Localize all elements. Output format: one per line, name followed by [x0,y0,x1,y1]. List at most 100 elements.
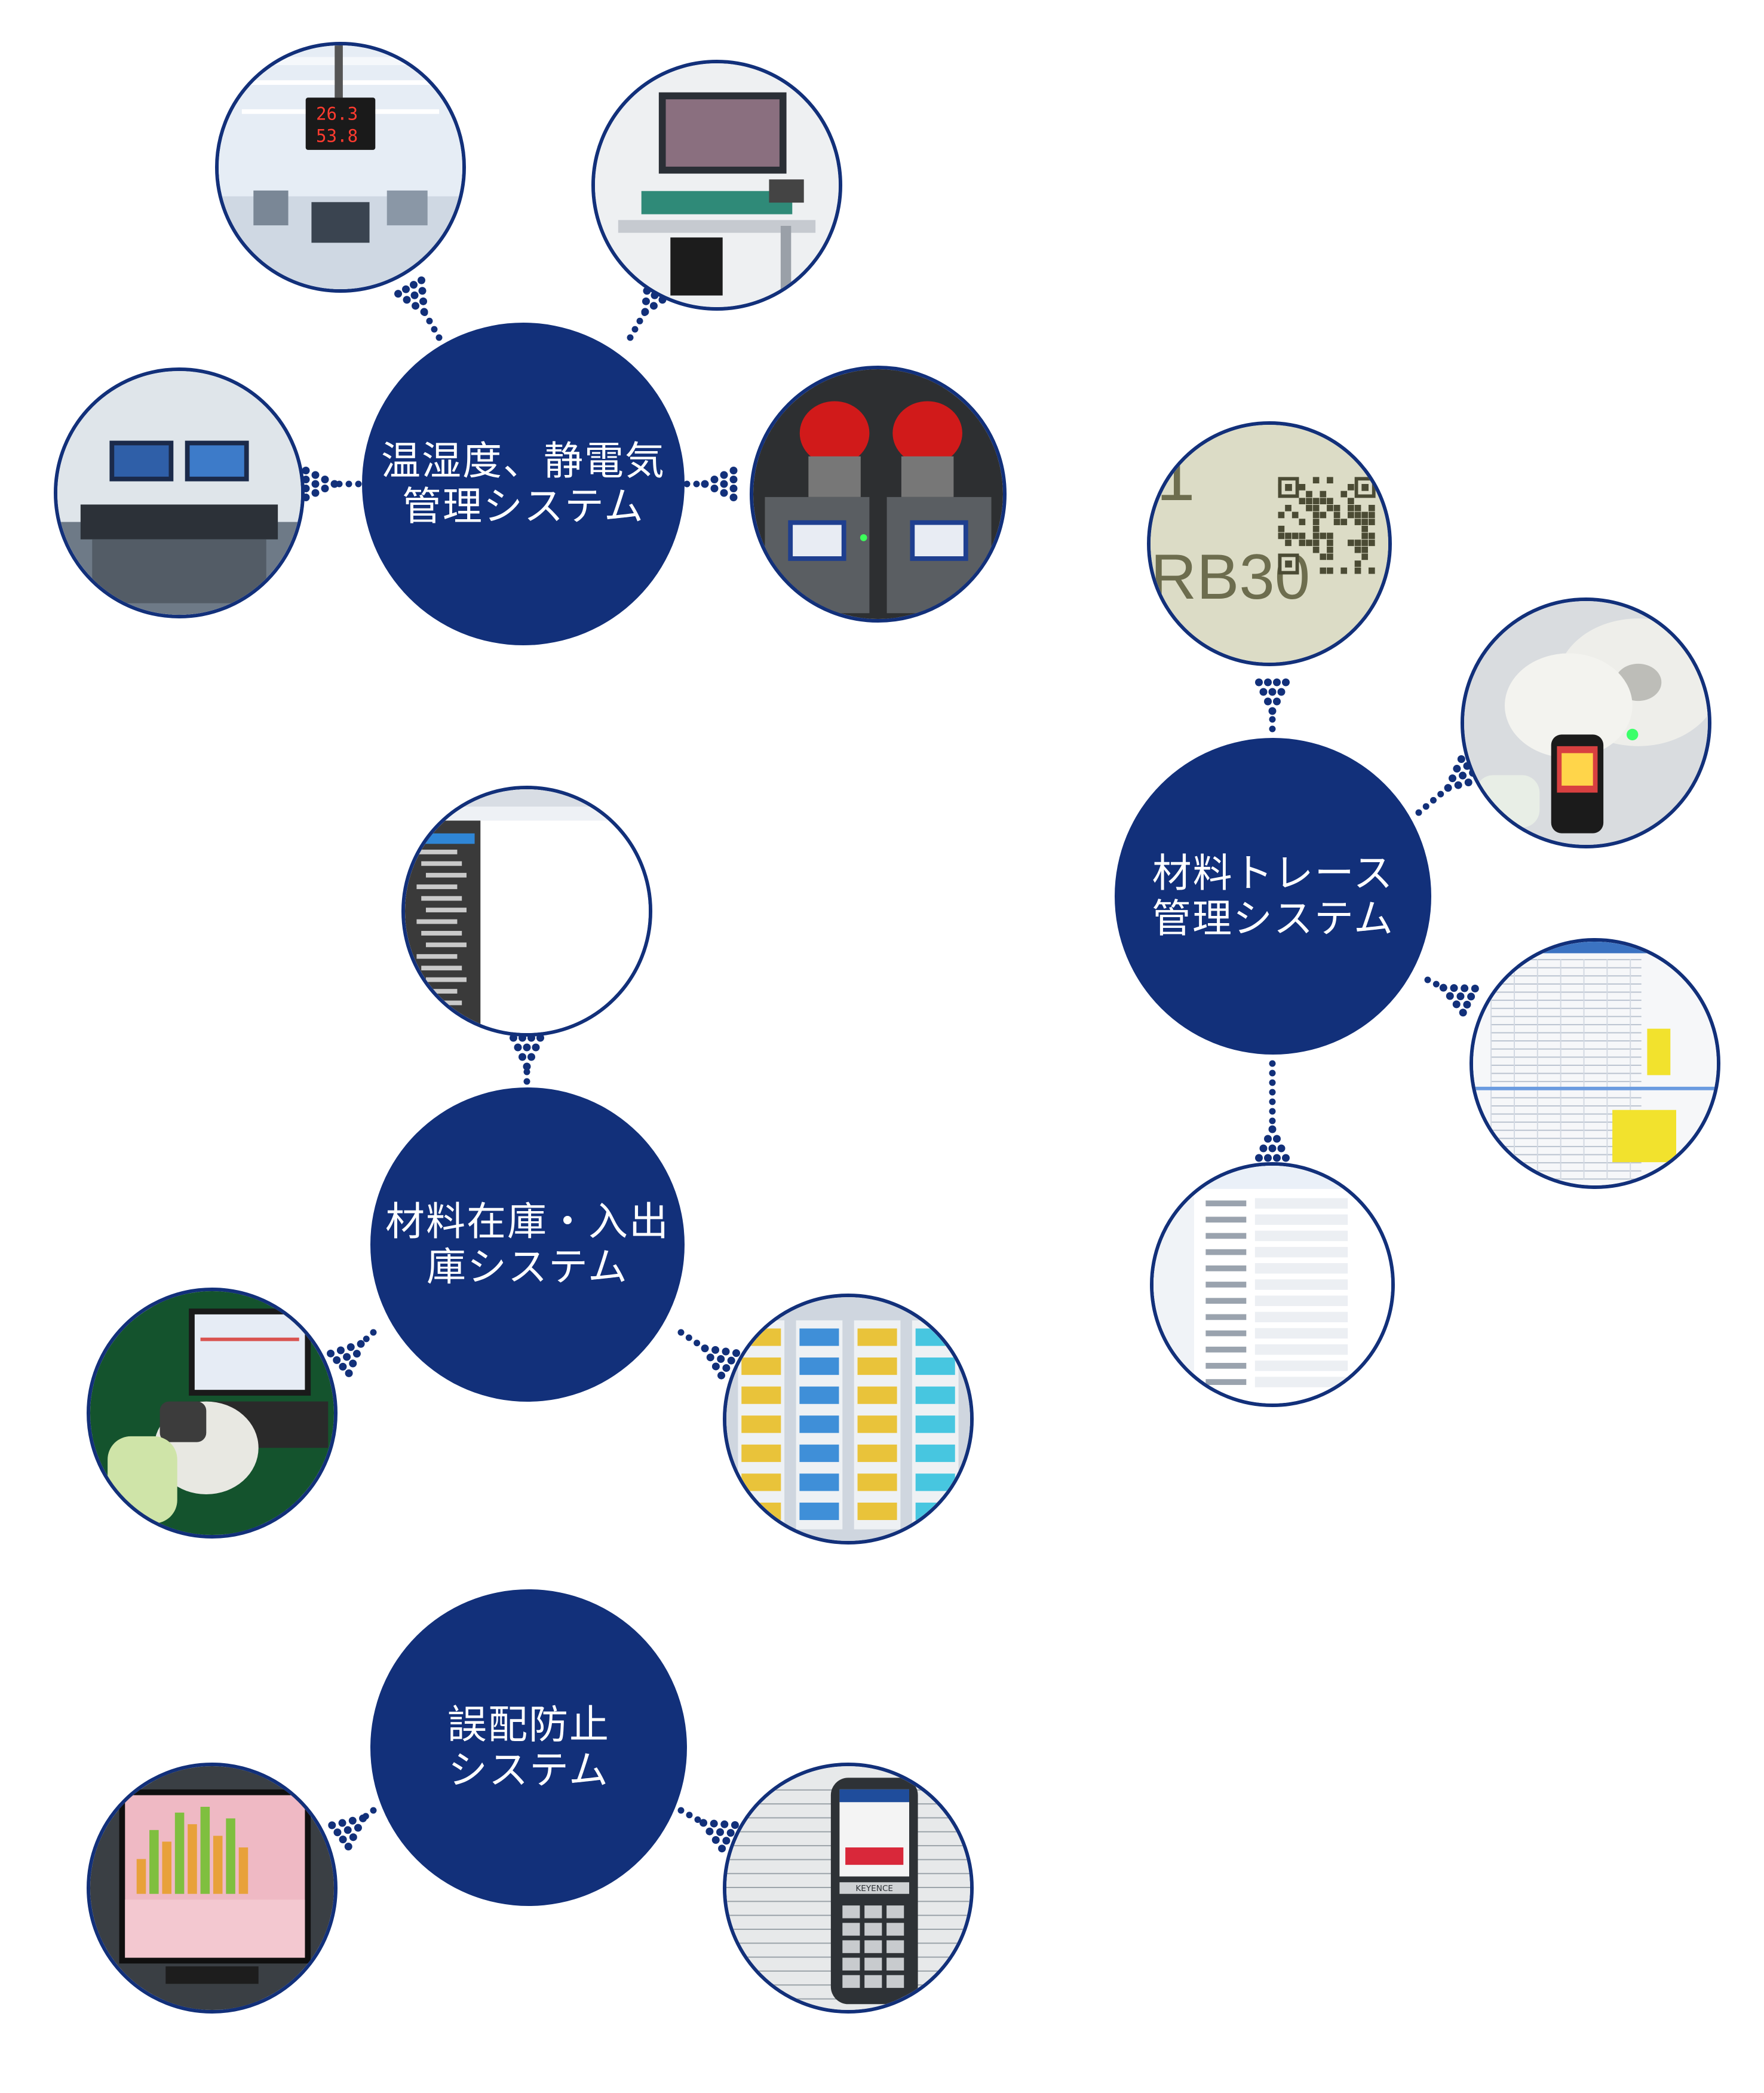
form-field [1254,1328,1348,1339]
terminal-key [842,1975,860,1988]
barcode-scanner-icon [90,1291,334,1535]
qr-module [1312,498,1320,504]
qr-module [1306,491,1312,498]
qr-module [1340,491,1348,498]
qr-module [1306,540,1312,546]
connector-cluster-dot [1446,992,1454,1000]
connector-10 [677,1329,740,1380]
connector-cluster-dot [339,1835,347,1844]
connector-cluster-dot [717,1371,726,1380]
connector-dot [523,1068,530,1075]
menu-row [425,977,467,982]
qr-module [1361,546,1369,553]
qr-module [1354,504,1361,511]
sheet-row-line [1490,983,1642,985]
menu-row [416,884,458,890]
shelf-reel [915,1386,955,1404]
connector-dot [345,480,352,488]
connector-cluster-dot [1463,1000,1471,1009]
qr-module [1312,532,1320,540]
monitor-bar [174,1812,185,1894]
qr-module [1312,546,1320,553]
connector-cluster-dot [333,1356,341,1364]
qr-module [1320,567,1327,574]
qr-module [1354,511,1361,519]
qr-module [1291,532,1299,540]
qr-module [1312,504,1320,511]
connector-cluster-dot [701,480,709,488]
connector-cluster-dot [1453,765,1461,773]
connector-cluster-dot [1439,983,1447,992]
connector-cluster-dot [1471,985,1479,993]
sheet-row-line [1490,959,1642,961]
connector-6 [1424,976,1479,1017]
connector-cluster-dot [344,1843,352,1851]
connector-cluster-dot [345,1369,353,1377]
photo-stock-software [401,786,652,1037]
connector-cluster-dot [731,1821,739,1830]
sheet-col-line [1630,959,1631,1180]
connector-cluster-dot [302,467,310,474]
form-label [1205,1314,1247,1320]
form-label [1205,1282,1247,1288]
form-label [1205,1216,1247,1223]
connector-cluster-dot [349,1359,357,1368]
qr-module [1354,567,1361,574]
connector-cluster-dot [321,476,329,483]
menu-row [421,861,462,866]
form-label [1205,1298,1247,1304]
connector-cluster-dot [402,285,410,293]
shelf-reel [799,1473,839,1491]
qr-finder-core [1361,484,1369,491]
shelf-reel [799,1444,839,1462]
connector-cluster-dot [346,1343,355,1352]
qr-module [1312,477,1320,484]
hub-mismatch-prevention: 誤配防止 システム [370,1589,687,1906]
menu-row [425,908,467,912]
connector-dot [523,1078,530,1085]
shelf-reel [741,1357,781,1375]
connector-cluster-dot [343,1826,352,1834]
connector-cluster-dot [1268,688,1277,696]
connector-7 [1255,1060,1290,1162]
qr-module [1348,498,1354,504]
qr-module [1348,540,1354,546]
terminal-key [886,1975,904,1988]
form-field [1254,1198,1348,1209]
connector-cluster-dot [410,291,419,299]
connector-cluster-dot [716,1828,725,1836]
menu-row [425,872,467,878]
connector-8 [510,1034,544,1085]
connector-cluster-dot [311,480,320,488]
qr-module [1306,504,1312,511]
connector-cluster-dot [700,1819,708,1827]
connector-dot [1269,716,1276,723]
qr-module [1320,491,1327,498]
connector-cluster-dot [1255,1154,1263,1162]
menu-row [425,942,467,948]
terminal-key [886,1957,904,1971]
connector-cluster-dot [1273,678,1281,687]
connector-cluster-dot [1461,984,1469,992]
connector-cluster-dot [1282,678,1290,687]
qr-module [1327,532,1333,540]
qr-module [1340,567,1348,574]
connector-dot [1424,976,1431,983]
shelf-reel [857,1473,897,1491]
connector-dot [435,334,443,341]
terminal-key [864,1923,882,1936]
connector-cluster-dot [354,1824,362,1832]
terminal-key [842,1905,860,1919]
connector-cluster-dot [338,1819,346,1827]
form-field [1254,1263,1348,1274]
form-label [1205,1233,1247,1239]
terminal-key [864,1940,882,1953]
qr-module [1354,560,1361,567]
qr-module [1368,519,1375,525]
terminal-key [842,1923,860,1936]
qr-module [1320,498,1327,504]
connector-cluster-dot [642,297,650,305]
sheet-row-line [1490,1064,1642,1066]
photo-trace-form [1150,1162,1395,1407]
